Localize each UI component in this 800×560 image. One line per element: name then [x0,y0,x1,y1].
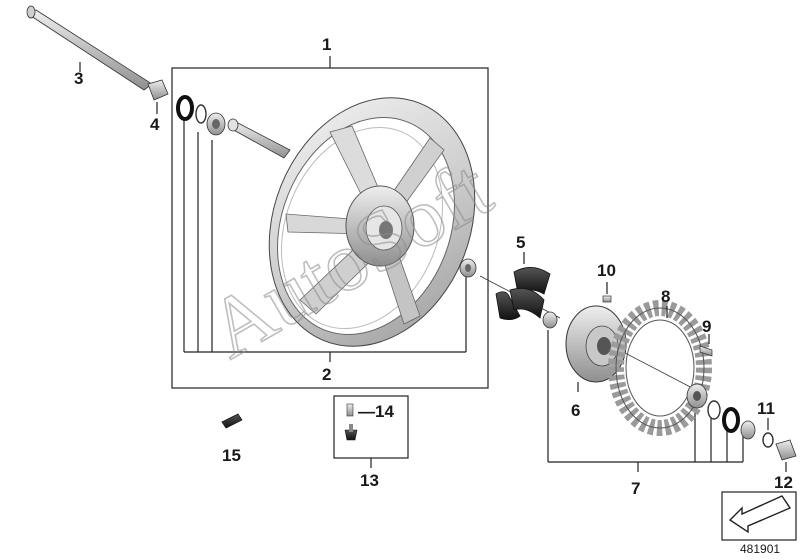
callout-3: 3 [74,69,83,88]
balance-weight [221,413,243,429]
drive-bearing [542,311,558,329]
valve-kit [333,395,409,468]
valve-cap [346,403,354,417]
callout-6: 6 [571,401,580,420]
catalog-number: 481901 [740,542,780,556]
hex-bolt [699,334,713,357]
callout-10: 10 [597,261,616,280]
washer [762,418,774,448]
callout-2: 2 [322,365,331,384]
seal-ring-right [722,407,740,433]
bracket-7 [547,330,744,472]
callout-4: 4 [150,115,160,134]
callout-7: 7 [631,479,640,498]
direction-arrow-box [721,491,797,541]
axle-shaft [26,5,153,91]
bearing-right-side [686,383,708,409]
callout-12: 12 [774,473,793,492]
callout-14: —14 [358,402,394,421]
chain-sprocket [608,300,712,436]
wheel-bearing-right [459,258,477,278]
collar-nut [775,439,797,472]
circlip-right [707,400,721,420]
callout-15: 15 [222,446,241,465]
axle-nut [147,79,169,114]
callout-9: 9 [702,317,711,336]
callout-13: 13 [360,471,379,490]
circlip [195,104,207,124]
wheel-bearing [206,112,226,136]
seal-ring [176,95,194,121]
stud-bolt [602,282,612,303]
callout-11: 11 [757,399,775,418]
spacer-sleeve [227,118,291,159]
spacer-ring-right [740,420,756,440]
callout-1: 1 [322,35,331,54]
callout-8: 8 [661,287,670,306]
cast-wheel-rim [268,56,476,347]
rubber-damper [495,252,551,320]
bracket-2 [183,118,467,362]
callout-5: 5 [516,233,525,252]
